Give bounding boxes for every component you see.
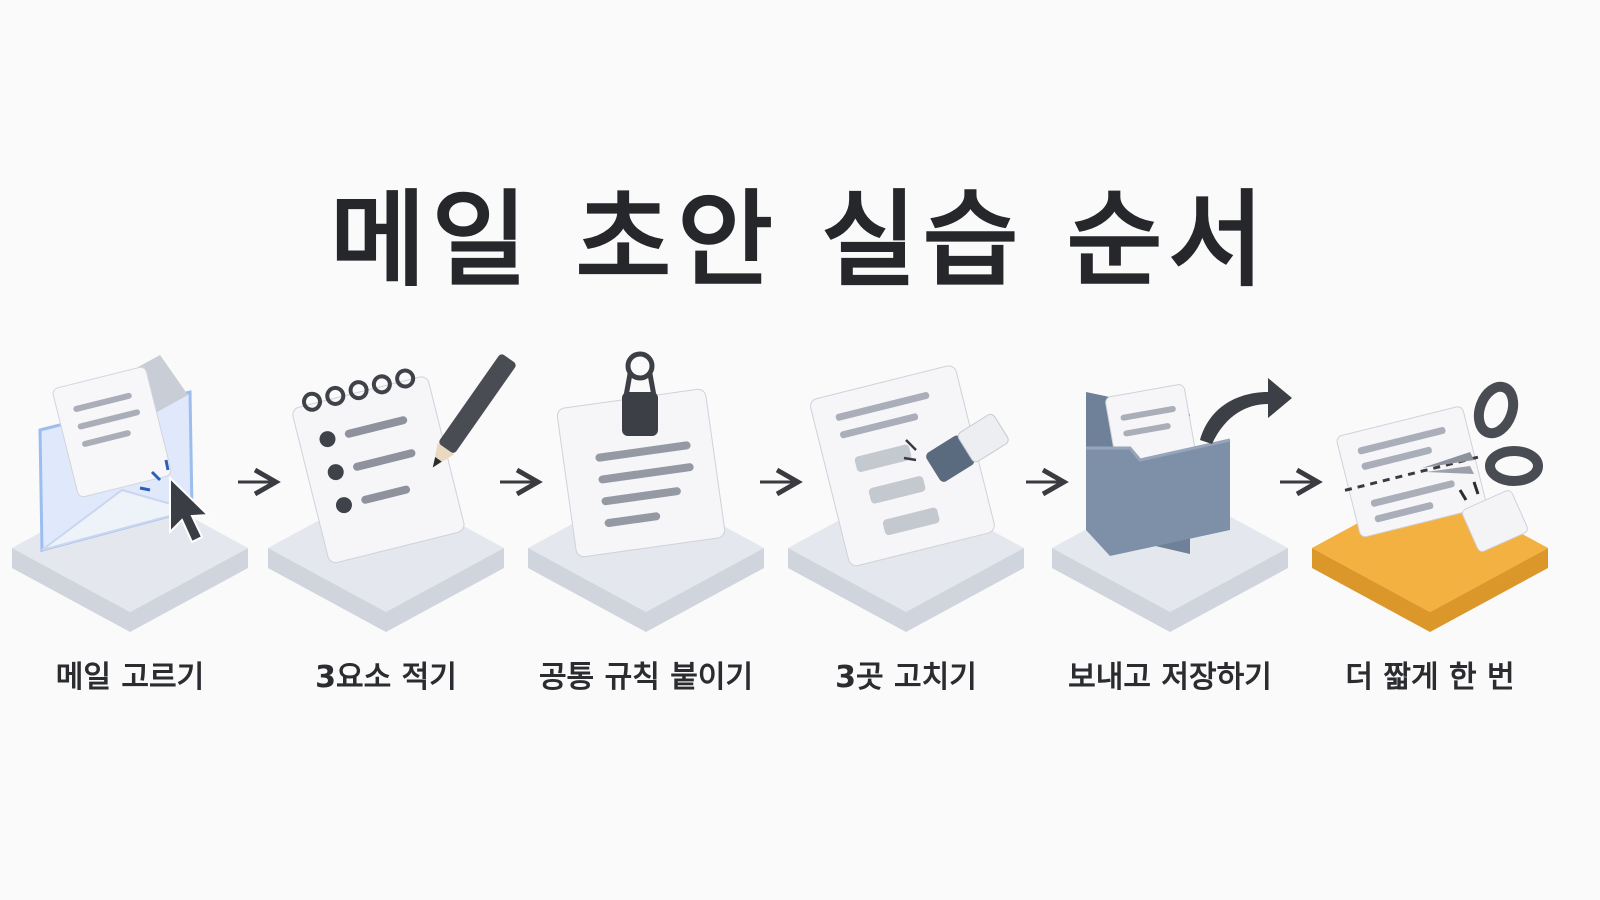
step-label-6: 더 짧게 한 번 xyxy=(1345,660,1515,695)
document-eraser-icon xyxy=(788,365,1024,632)
envelope-cursor-icon xyxy=(12,355,248,632)
step-label-4: 3곳 고치기 xyxy=(835,660,977,695)
step-label-2: 3요소 적기 xyxy=(315,660,457,695)
scissors-document-icon xyxy=(1312,381,1548,632)
step-label-3: 공통 규칙 붙이기 xyxy=(538,660,754,695)
folder-send-icon xyxy=(1052,378,1292,632)
step-label-5: 보내고 저장하기 xyxy=(1068,660,1272,695)
clipboard-document-icon xyxy=(528,351,764,632)
page-title: 메일 초안 실습 순서 xyxy=(329,178,1271,301)
step-label-1: 메일 고르기 xyxy=(55,660,205,695)
notepad-pencil-icon xyxy=(268,354,516,632)
